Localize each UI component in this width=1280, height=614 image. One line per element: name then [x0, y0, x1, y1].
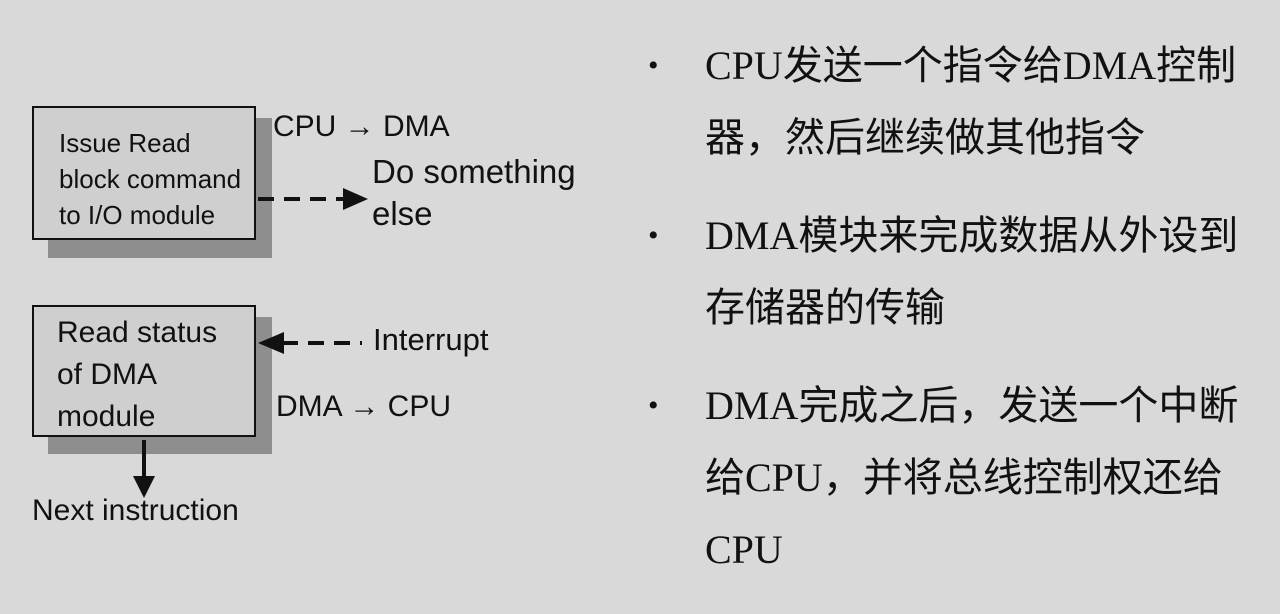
- bullet-item: • DMA完成之后，发送一个中断给CPU，并将总线控制权还给CPU: [648, 370, 1268, 586]
- issue-read-line: block command: [59, 164, 242, 194]
- read-status-line: Read status: [57, 316, 218, 349]
- do-something-line: Do something: [372, 153, 576, 190]
- read-status-line: of DMA: [57, 358, 158, 391]
- bullet-text: DMA模块来完成数据从外设到存储器的传输: [705, 213, 1239, 330]
- bullet-list: • CPU发送一个指令给DMA控制器，然后继续做其他指令 • DMA模块来完成数…: [648, 30, 1268, 612]
- next-instruction-label: Next instruction: [32, 494, 239, 527]
- arrowhead-down: [133, 476, 155, 498]
- bullet-text: DMA完成之后，发送一个中断给CPU，并将总线控制权还给CPU: [705, 383, 1239, 572]
- bullet-item: • DMA模块来完成数据从外设到存储器的传输: [648, 200, 1268, 344]
- dma-flow-diagram: Issue Read block command to I/O module R…: [0, 0, 620, 614]
- read-status-line: module: [57, 400, 156, 433]
- bullet-marker: •: [648, 389, 659, 422]
- arrowhead-left: [258, 332, 284, 354]
- cpu-to-dma-label: CPU → DMA: [273, 110, 450, 143]
- do-something-else-label: Do something else: [372, 151, 576, 235]
- bullet-item: • CPU发送一个指令给DMA控制器，然后继续做其他指令: [648, 30, 1268, 174]
- issue-read-line: to I/O module: [59, 200, 216, 230]
- bullet-marker: •: [648, 49, 659, 82]
- diagram-arrows: [133, 188, 368, 498]
- dma-to-cpu-label: DMA → CPU: [276, 390, 452, 423]
- read-status-box-text: Read status of DMA module: [57, 312, 217, 438]
- do-something-line: else: [372, 195, 433, 232]
- arrowhead-right: [343, 188, 368, 210]
- bullet-text: CPU发送一个指令给DMA控制器，然后继续做其他指令: [705, 43, 1237, 160]
- issue-read-line: Issue Read: [59, 128, 191, 158]
- bullet-marker: •: [648, 219, 659, 252]
- issue-read-box-text: Issue Read block command to I/O module: [59, 125, 241, 233]
- interrupt-label: Interrupt: [373, 322, 489, 357]
